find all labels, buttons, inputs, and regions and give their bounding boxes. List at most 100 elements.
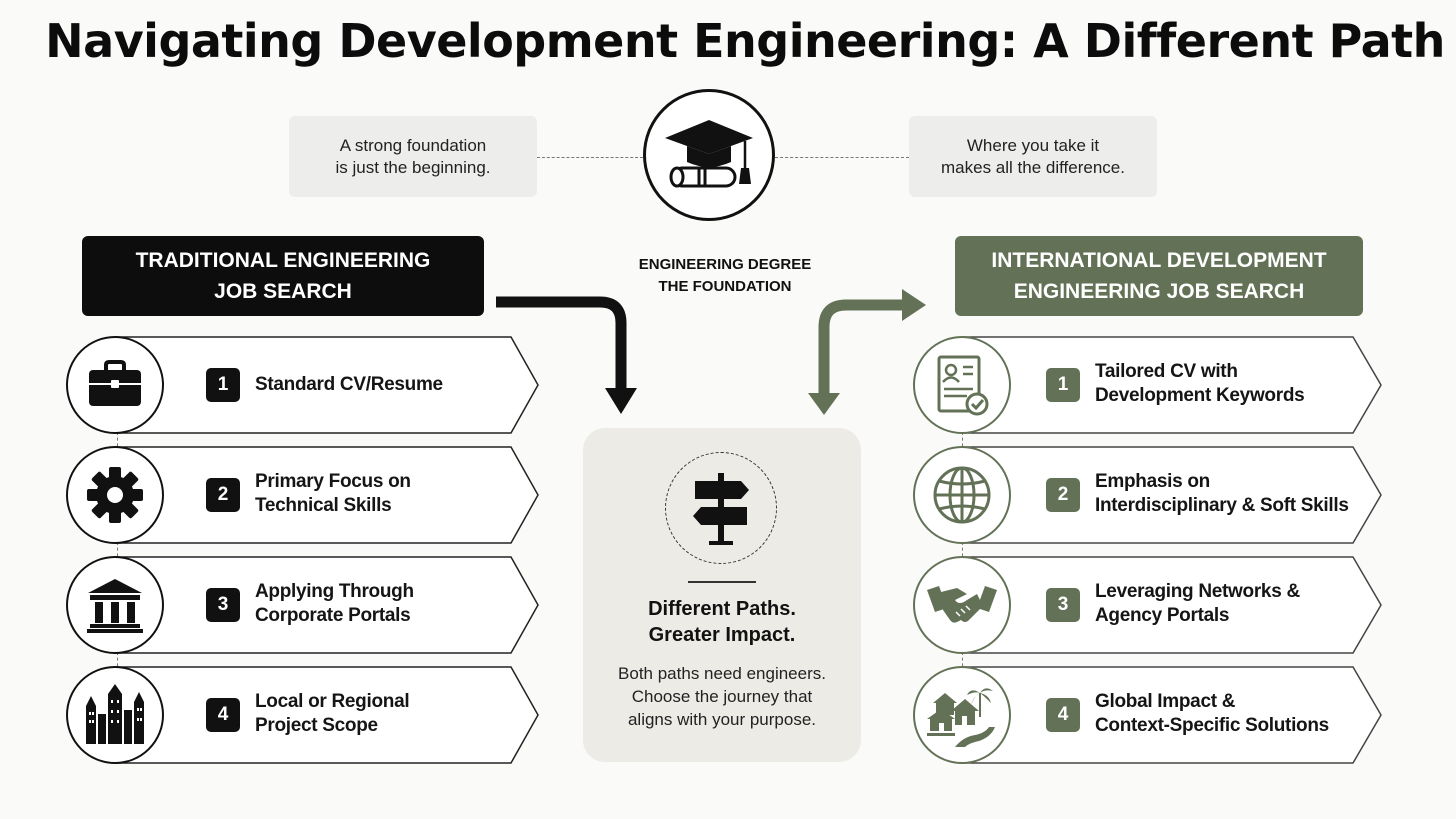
briefcase-icon (89, 360, 141, 406)
center-heading-line: Greater Impact. (648, 624, 796, 646)
globe-icon (933, 466, 991, 524)
degree-label: ENGINEERING DEGREE THE FOUNDATION (600, 254, 850, 298)
step-icon-circle (913, 556, 1011, 654)
traditional-header: TRADITIONAL ENGINEERING JOB SEARCH (82, 236, 484, 316)
step-label: Global Impact & Context-Specific Solutio… (1095, 690, 1329, 738)
note-line: is just the beginning. (335, 157, 491, 177)
step-chevron (116, 446, 539, 544)
arrow-center-to-development (808, 289, 926, 415)
center-body-line: aligns with your purpose. (627, 710, 817, 729)
connector-dash (962, 432, 963, 452)
step-chevron (963, 336, 1382, 434)
traditional-step-3: 3 Applying Through Corporate Portals (66, 556, 541, 654)
step-label-line: Technical Skills (255, 495, 392, 516)
traditional-step-2: 2 Primary Focus on Technical Skills (66, 446, 541, 544)
header-line: TRADITIONAL ENGINEERING (135, 249, 431, 272)
step-number-badge: 3 (1046, 588, 1080, 622)
degree-label-line: ENGINEERING DEGREE (638, 256, 812, 273)
gear-icon (87, 467, 143, 523)
traditional-step-4: 4 Local or Regional Project Scope (66, 666, 541, 764)
center-heading: Different Paths. Greater Impact. (583, 596, 861, 648)
foundation-right-note: Where you take it makes all the differen… (909, 116, 1157, 197)
step-chevron (963, 556, 1382, 654)
step-label: Primary Focus on Technical Skills (255, 470, 411, 518)
document-check-icon (937, 355, 989, 416)
header-line: ENGINEERING JOB SEARCH (1013, 280, 1305, 303)
step-label: Leveraging Networks & Agency Portals (1095, 580, 1300, 628)
step-icon-circle (913, 446, 1011, 544)
step-chevron (116, 336, 539, 434)
step-icon-circle (66, 446, 164, 544)
step-number-badge: 4 (206, 698, 240, 732)
step-label-line: Leveraging Networks & (1095, 581, 1300, 602)
step-label: Tailored CV with Development Keywords (1095, 360, 1305, 408)
signpost-icon (693, 473, 749, 545)
connector-dash (962, 542, 963, 562)
handshake-icon (927, 586, 997, 623)
center-heading-line: Different Paths. (648, 598, 796, 620)
step-chevron (963, 446, 1382, 544)
page-title: Navigating Development Engineering: A Di… (45, 14, 1445, 68)
step-number-badge: 4 (1046, 698, 1080, 732)
development-header: INTERNATIONAL DEVELOPMENT ENGINEERING JO… (955, 236, 1363, 316)
center-divider (688, 581, 756, 583)
development-step-3: 3 Leveraging Networks & Agency Portals (913, 556, 1385, 654)
connector-dash (117, 542, 118, 562)
step-label-line: Project Scope (255, 715, 378, 736)
step-label-line: Corporate Portals (255, 605, 411, 626)
graduation-cap-diploma-icon (665, 120, 753, 188)
step-number-badge: 1 (1046, 368, 1080, 402)
signpost-circle (665, 452, 777, 564)
step-label: Emphasis on Interdisciplinary & Soft Ski… (1095, 470, 1349, 518)
step-label: Local or Regional Project Scope (255, 690, 410, 738)
step-label-line: Development Keywords (1095, 385, 1305, 406)
connector-dash (962, 652, 963, 672)
step-label-line: Interdisciplinary & Soft Skills (1095, 495, 1349, 516)
center-body-line: Choose the journey that (631, 687, 813, 706)
step-number-badge: 2 (206, 478, 240, 512)
step-label-line: Global Impact & (1095, 691, 1236, 712)
step-number-badge: 3 (206, 588, 240, 622)
step-label-line: Standard CV/Resume (255, 374, 443, 395)
connector-dash-right (775, 157, 909, 158)
development-step-1: 1 Tailored CV with Development Keywords (913, 336, 1385, 434)
step-label-line: Primary Focus on (255, 471, 411, 492)
step-label-line: Agency Portals (1095, 605, 1230, 626)
degree-circle (643, 89, 775, 221)
degree-label-line: THE FOUNDATION (658, 278, 792, 295)
development-step-4: 4 Global Impact & Context-Specific Solut… (913, 666, 1385, 764)
step-icon-circle (913, 666, 1011, 764)
center-body-line: Both paths need engineers. (618, 664, 826, 683)
step-label: Applying Through Corporate Portals (255, 580, 414, 628)
step-icon-circle (66, 556, 164, 654)
note-line: makes all the difference. (941, 157, 1125, 177)
foundation-left-note: A strong foundation is just the beginnin… (289, 116, 537, 197)
step-label: Standard CV/Resume (255, 373, 443, 397)
step-number-badge: 2 (1046, 478, 1080, 512)
development-step-2: 2 Emphasis on Interdisciplinary & Soft S… (913, 446, 1385, 544)
traditional-step-1: 1 Standard CV/Resume (66, 336, 541, 434)
header-line: JOB SEARCH (214, 280, 352, 303)
header-line: INTERNATIONAL DEVELOPMENT (991, 249, 1327, 272)
step-label-line: Tailored CV with (1095, 361, 1238, 382)
step-icon-circle (66, 336, 164, 434)
step-number-badge: 1 (206, 368, 240, 402)
connector-dash-left (537, 157, 643, 158)
step-chevron (963, 666, 1382, 764)
step-chevron (116, 556, 539, 654)
village-icon (927, 688, 995, 747)
step-chevron (116, 666, 539, 764)
city-skyline-icon (86, 684, 144, 744)
step-icon-circle (66, 666, 164, 764)
step-label-line: Emphasis on (1095, 471, 1210, 492)
step-icon-circle (913, 336, 1011, 434)
step-label-line: Local or Regional (255, 691, 410, 712)
step-label-line: Applying Through (255, 581, 414, 602)
bank-building-icon (87, 579, 143, 633)
connector-dash (117, 652, 118, 672)
connector-dash (117, 432, 118, 452)
center-body: Both paths need engineers. Choose the jo… (583, 662, 861, 731)
note-line: Where you take it (966, 135, 1100, 155)
step-label-line: Context-Specific Solutions (1095, 715, 1329, 736)
note-line: A strong foundation (339, 135, 487, 155)
